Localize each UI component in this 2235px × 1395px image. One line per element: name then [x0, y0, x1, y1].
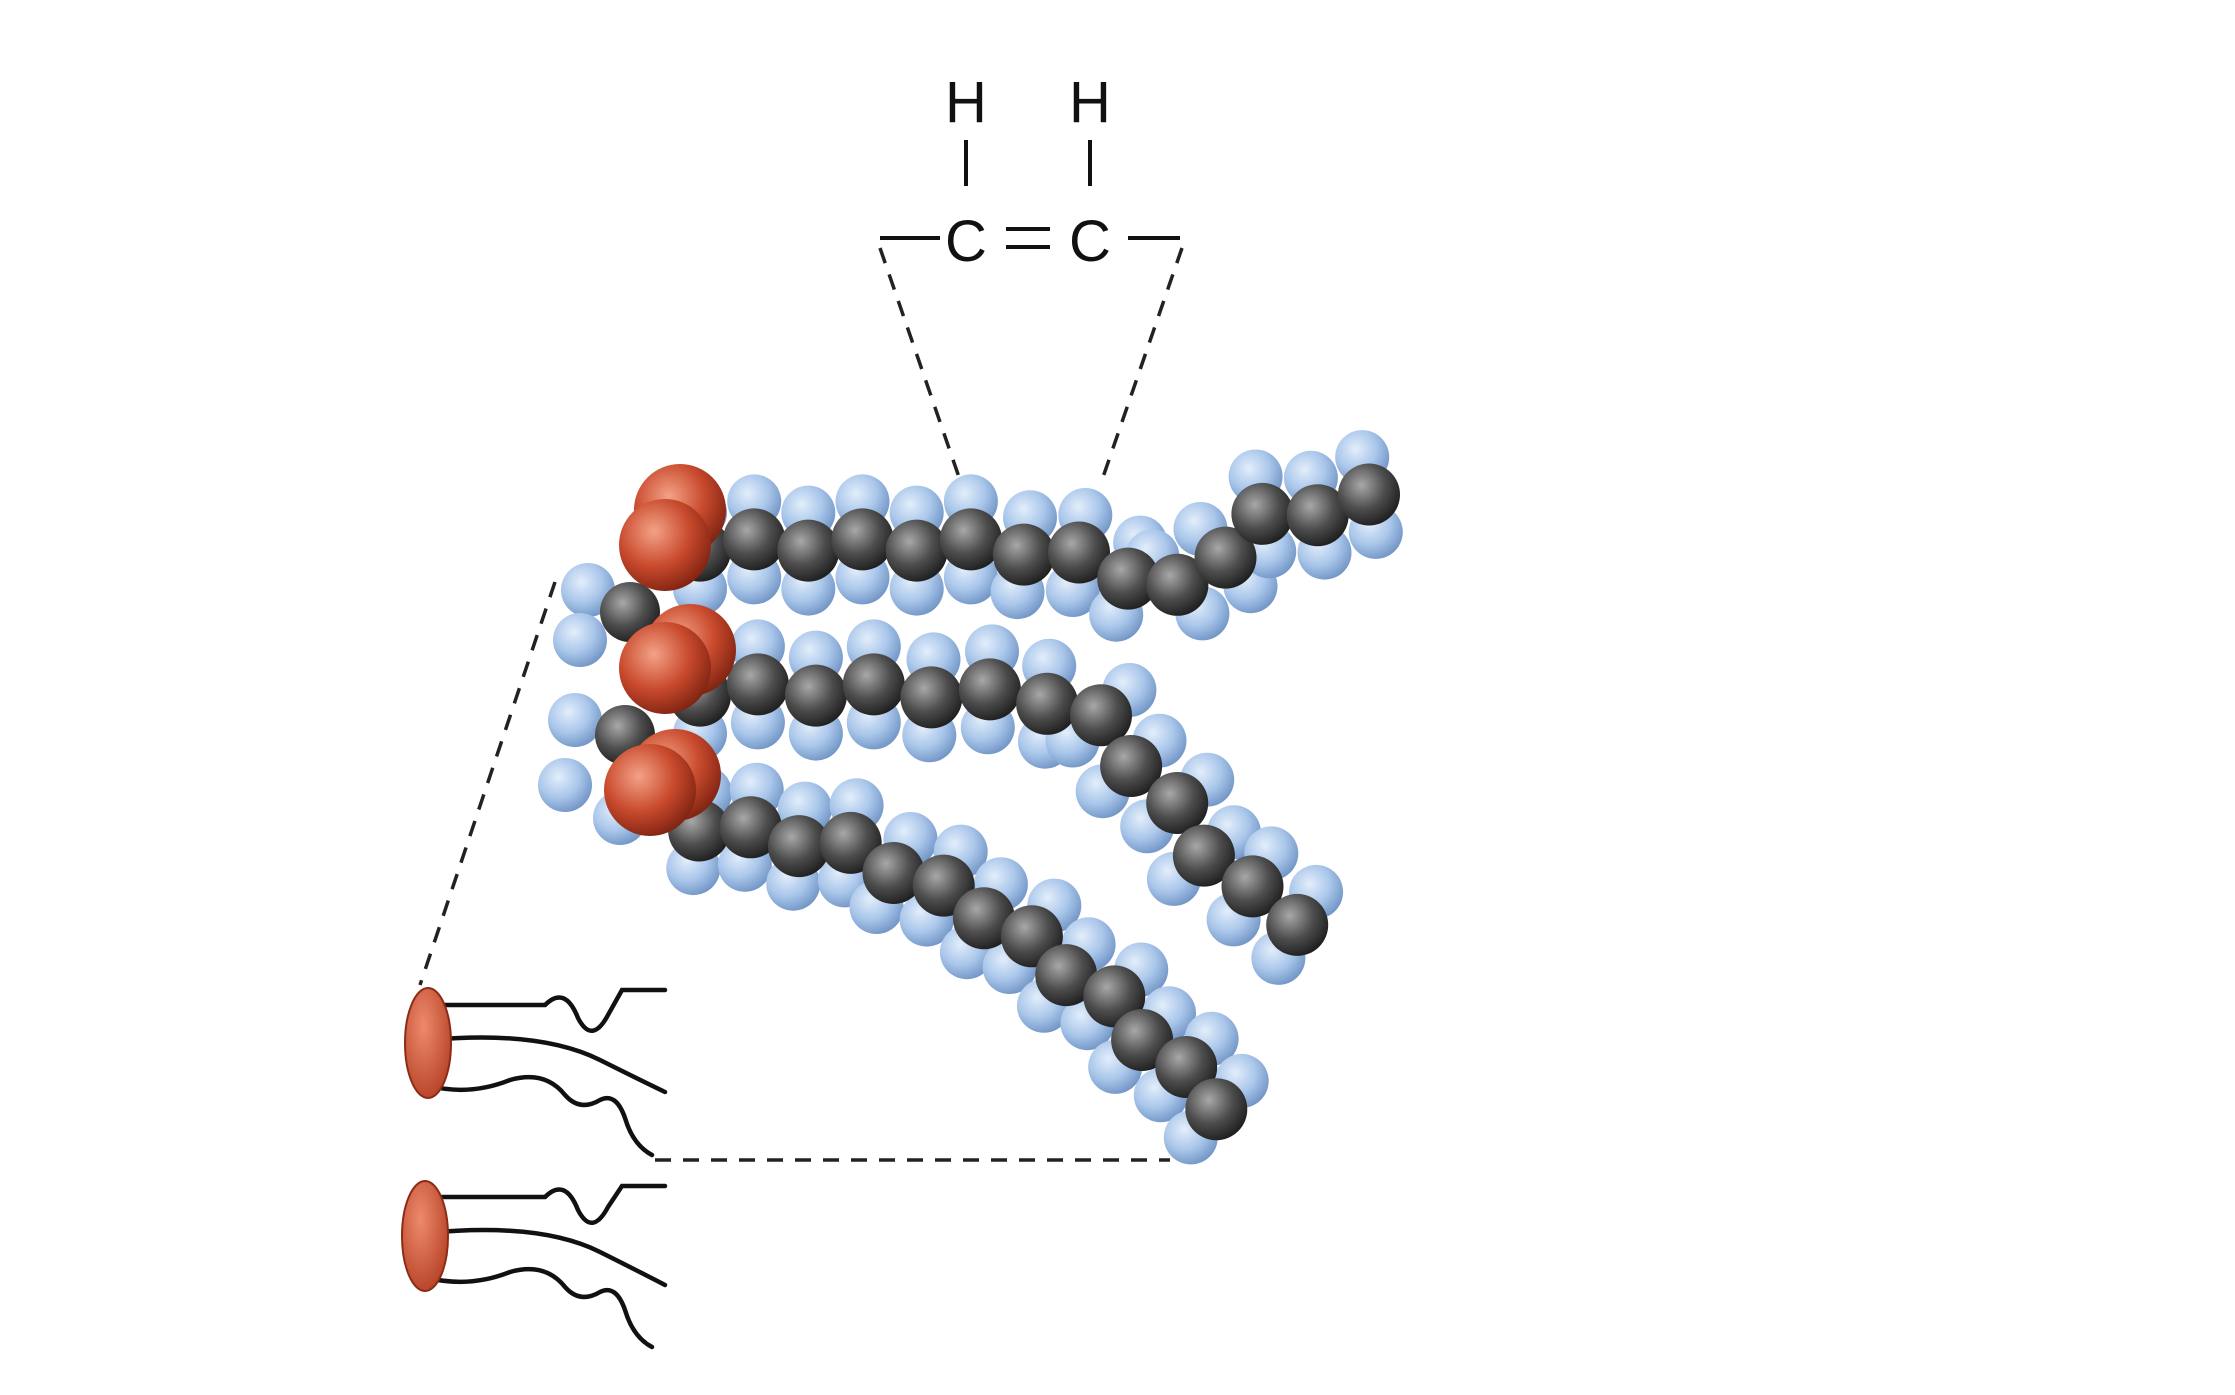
lipid-symbol-lower: [401, 1180, 668, 1350]
carbon-atom: [1035, 944, 1098, 1007]
oxygen-atom: [604, 744, 696, 836]
carbon-atom: [726, 653, 789, 716]
oxygen-atom: [619, 499, 711, 591]
carbon-atom: [885, 519, 948, 582]
carbon-atom: [1286, 484, 1349, 547]
double-bond-formula: H H C C: [880, 70, 1180, 274]
hydrogen-atom: [538, 758, 592, 812]
oxygen-atom: [619, 622, 711, 714]
carbon-atom: [1185, 1078, 1248, 1141]
guide-formula-left: [878, 247, 962, 481]
lipid-tails-lower: [425, 1183, 668, 1350]
carbon-atom: [1146, 553, 1209, 616]
hydrogen-atom: [548, 693, 602, 747]
guide-molecule-left: [418, 581, 557, 986]
carbon-atom: [1221, 855, 1284, 918]
carbon-atom: [842, 653, 905, 716]
carbon-atom: [1146, 772, 1209, 834]
formula-c-left: C: [945, 209, 987, 274]
carbon-atom: [1048, 521, 1110, 584]
carbon-atom: [992, 523, 1055, 586]
lipid-head-lower: [401, 1180, 449, 1292]
carbon-atom: [1016, 672, 1079, 735]
carbon-atom: [831, 508, 894, 571]
formula-h-left: H: [945, 70, 987, 135]
hydrogen-atom: [553, 613, 607, 667]
carbon-atom: [952, 887, 1015, 950]
lipid-tails-upper: [427, 987, 668, 1158]
carbon-atom: [900, 666, 963, 729]
carbon-atom: [1097, 547, 1160, 610]
carbon-atom: [1070, 684, 1132, 747]
carbon-atom: [939, 508, 1002, 571]
space-filling-triglyceride-model: [538, 430, 1403, 1165]
carbon-atom: [958, 658, 1021, 721]
formula-c-right: C: [1069, 209, 1111, 274]
carbon-atom: [777, 519, 840, 582]
carbon-atom: [784, 664, 847, 727]
carbon-atom: [719, 796, 782, 859]
carbon-atom: [1100, 735, 1163, 797]
carbon-atom: [1231, 482, 1294, 545]
carbon-atom: [768, 815, 830, 878]
carbon-atom: [723, 508, 786, 571]
carbon-atom: [1266, 893, 1329, 956]
carbon-atom: [1194, 526, 1257, 589]
carbon-atom: [862, 842, 925, 904]
guide-formula-right: [1100, 247, 1184, 481]
carbon-atom: [1172, 824, 1235, 887]
zoom-guide-lines: [418, 247, 1184, 1162]
lipid-head-upper: [404, 987, 452, 1099]
formula-h-right: H: [1069, 70, 1111, 135]
lipid-symbol-upper: [404, 987, 668, 1158]
carbon-atom: [1338, 463, 1400, 526]
